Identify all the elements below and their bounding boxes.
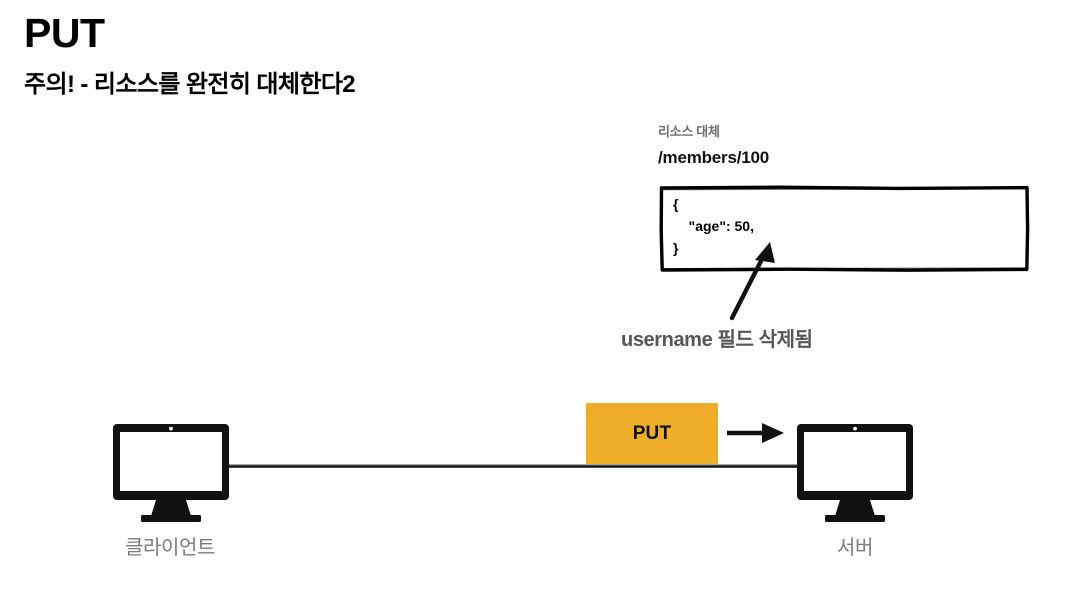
resource-caption: 리소스 대체: [658, 124, 720, 139]
method-badge-label: PUT: [632, 422, 672, 444]
json-body-text: { "age": 50, }: [673, 196, 754, 256]
page-subtitle: 주의! - 리소스를 완전히 대체한다2: [24, 71, 356, 98]
resource-path: /members/100: [658, 148, 770, 167]
method-badge-put: PUT: [586, 403, 718, 464]
client-monitor-icon: [113, 424, 229, 522]
server-label: 서버: [837, 537, 873, 559]
request-arrow-right-icon: [727, 423, 784, 443]
connection-line: [222, 464, 856, 468]
page-title: PUT: [24, 10, 105, 56]
json-body-box: { "age": 50, }: [659, 185, 1030, 272]
callout-text: username 필드 삭제됨: [621, 329, 813, 351]
sketchy-rectangle-icon: [659, 185, 1030, 272]
server-monitor-icon: [797, 424, 913, 522]
client-label: 클라이언트: [125, 537, 215, 559]
callout-arrow-up-right-icon: [729, 242, 775, 321]
